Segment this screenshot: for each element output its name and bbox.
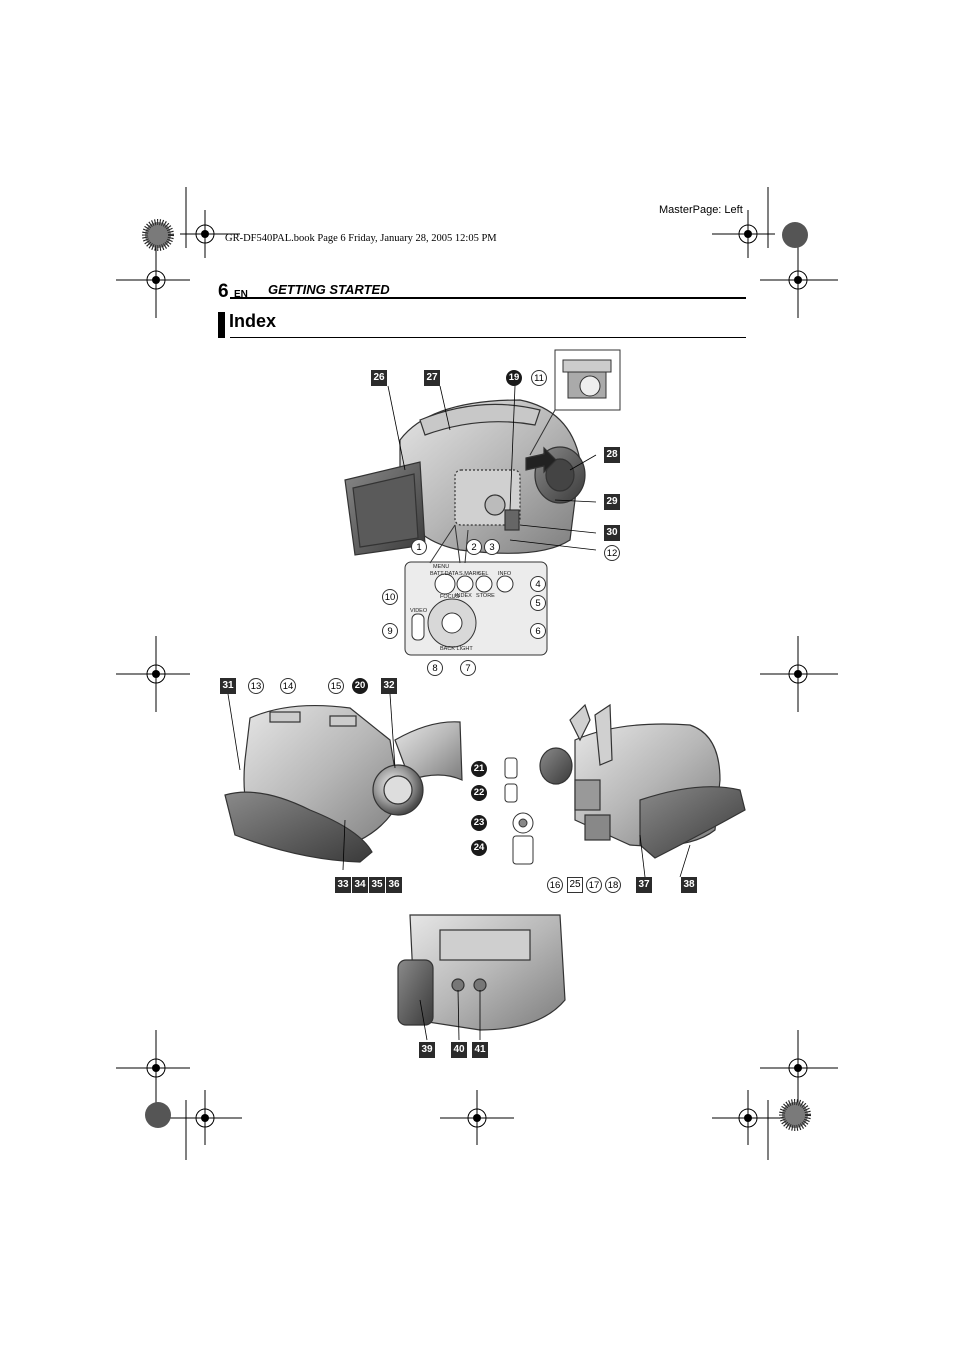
section-title: GETTING STARTED: [268, 282, 390, 297]
color-swatch-bl: [145, 1102, 171, 1128]
callout-29: 29: [604, 494, 620, 510]
callout-22: 22: [471, 785, 487, 801]
panel-text: MENU BATT.DATA S.MARK INDEX SEL STORE IN…: [410, 564, 512, 652]
callout-2: 2: [466, 539, 482, 555]
color-swatch-tl: [142, 219, 174, 251]
callout-35: 35: [369, 877, 385, 893]
camcorder-rear-view: [539, 703, 746, 859]
callout-3: 3: [484, 539, 500, 555]
smark-label: S.MARK: [459, 571, 480, 577]
callout-26: 26: [371, 370, 387, 386]
callout-34: 34: [352, 877, 368, 893]
callout-6: 6: [530, 623, 546, 639]
camcorder-top-view: [344, 399, 586, 556]
callout-4: 4: [530, 576, 546, 592]
callout-41: 41: [472, 1042, 488, 1058]
callout-28: 28: [604, 447, 620, 463]
book-info-line: GR-DF540PAL.book Page 6 Friday, January …: [225, 233, 497, 244]
callout-38: 38: [681, 877, 697, 893]
store-label: STORE: [476, 593, 495, 599]
index-label: INDEX: [455, 593, 472, 599]
callout-18: 18: [605, 877, 621, 893]
callout-36: 36: [386, 877, 402, 893]
header-rule: [230, 297, 746, 299]
callout-27: 27: [424, 370, 440, 386]
back-light-label: BACK LIGHT: [440, 646, 473, 652]
page-title: Index: [229, 311, 277, 331]
callout-11: 11: [531, 370, 547, 386]
callout-24: 24: [471, 840, 487, 856]
color-swatch-tr: [782, 222, 808, 248]
color-swatch-br: [779, 1099, 811, 1131]
callout-10: 10: [382, 589, 398, 605]
callout-7: 7: [460, 660, 476, 676]
connector-icons: [504, 757, 534, 865]
callout-12: 12: [604, 545, 620, 561]
callout-5: 5: [530, 595, 546, 611]
callout-9: 9: [382, 623, 398, 639]
leader-lines: [227, 385, 691, 1041]
callout-37: 37: [636, 877, 652, 893]
sel-label: SEL: [478, 571, 488, 577]
control-panel: [404, 524, 548, 656]
info-label: INFO: [498, 571, 512, 577]
callout-40: 40: [451, 1042, 467, 1058]
callout-20: 20: [352, 678, 368, 694]
eyepiece-inset: [529, 349, 621, 456]
callout-8: 8: [427, 660, 443, 676]
callout-16: 16: [547, 877, 563, 893]
callout-39: 39: [419, 1042, 435, 1058]
callout-13: 13: [248, 678, 264, 694]
masterpage-label: MasterPage: Left: [659, 204, 743, 216]
video-label: VIDEO: [410, 608, 428, 614]
camcorder-bottom-view: [397, 914, 566, 1031]
callout-15: 15: [328, 678, 344, 694]
callout-30: 30: [604, 525, 620, 541]
callout-1: 1: [411, 539, 427, 555]
callout-17: 17: [586, 877, 602, 893]
callout-33: 33: [335, 877, 351, 893]
callout-32: 32: [381, 678, 397, 694]
callout-21: 21: [471, 761, 487, 777]
focus-label: FOCUS: [440, 594, 460, 600]
title-rule: [230, 337, 746, 338]
callout-14: 14: [280, 678, 296, 694]
page-language: EN: [234, 289, 248, 300]
callout-23: 23: [471, 815, 487, 831]
menu-label: MENU: [433, 564, 449, 570]
page-number: 6: [218, 281, 229, 302]
callout-31: 31: [220, 678, 236, 694]
batt-data-label: BATT.DATA: [430, 571, 459, 577]
camcorder-front-view: [224, 704, 463, 863]
title-bar-marker: [218, 312, 225, 338]
callout-19: 19: [506, 370, 522, 386]
callout-25: 25: [567, 877, 583, 893]
